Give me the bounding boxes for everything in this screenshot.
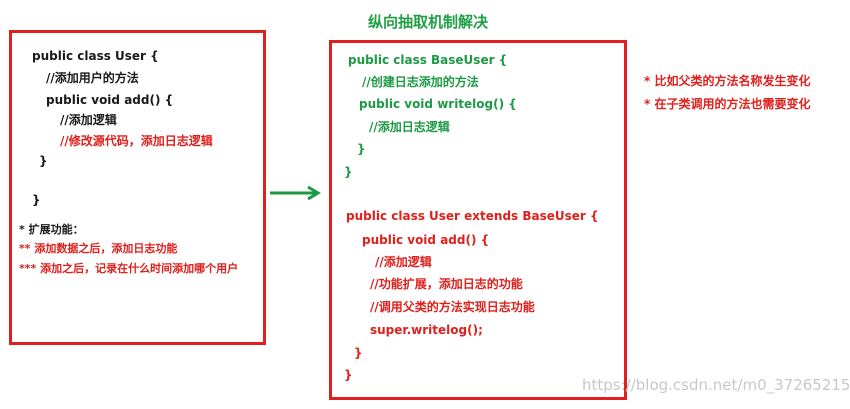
code-line: }: [357, 142, 366, 156]
side-note: * 在子类调用的方法也需要变化: [644, 97, 811, 111]
code-comment: //添加逻辑: [60, 113, 117, 127]
code-comment: //添加用户的方法: [46, 71, 139, 85]
diagram-title: 纵向抽取机制解决: [368, 13, 489, 31]
code-comment: //创建日志添加的方法: [362, 75, 479, 89]
code-line: public void add() {: [362, 233, 490, 247]
code-comment: //添加日志逻辑: [369, 120, 450, 134]
side-note: * 比如父类的方法名称发生变化: [644, 74, 811, 88]
code-line: public class User {: [32, 49, 159, 63]
right-arrow-icon: [270, 185, 321, 201]
note-line: * 扩展功能：: [19, 223, 84, 236]
code-comment-highlight: //修改源代码，添加日志逻辑: [60, 134, 213, 148]
code-line: }: [344, 165, 353, 179]
code-line: public void writelog() {: [359, 97, 517, 111]
code-line: public void add() {: [46, 93, 174, 107]
original-code-box: [9, 30, 266, 345]
code-line: super.writelog();: [370, 323, 483, 337]
code-comment: //调用父类的方法实现日志功能: [370, 300, 535, 314]
note-line: ** 添加数据之后，添加日志功能: [19, 242, 178, 255]
refactored-code-box: [329, 40, 627, 400]
code-line: public class User extends BaseUser {: [346, 209, 599, 223]
note-line: *** 添加之后，记录在什么时间添加哪个用户: [19, 262, 239, 275]
code-comment: //添加逻辑: [375, 255, 432, 269]
code-comment: //功能扩展，添加日志的功能: [370, 277, 523, 291]
watermark: https://blog.csdn.net/m0_37265215: [582, 376, 850, 394]
code-line: }: [344, 368, 353, 382]
code-line: }: [32, 193, 41, 207]
code-line: public class BaseUser {: [348, 53, 508, 67]
code-line: }: [354, 346, 363, 360]
code-line: }: [39, 154, 48, 168]
